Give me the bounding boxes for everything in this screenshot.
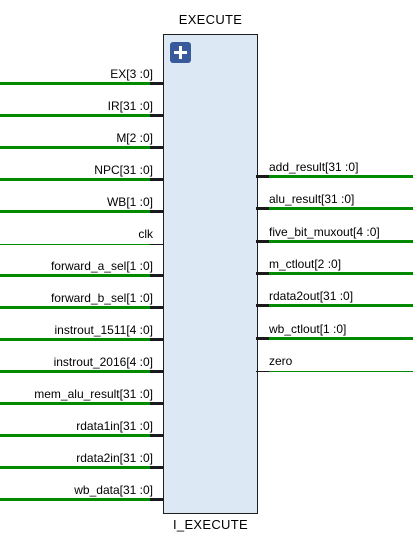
input-pin-label: WB[1 :0] [106, 195, 153, 209]
pin-stub [256, 370, 269, 372]
output-pin[interactable]: five_bit_muxout[4 :0] [256, 223, 413, 243]
input-wire[interactable] [0, 178, 150, 181]
input-wire[interactable] [0, 498, 150, 501]
input-wire[interactable] [0, 306, 150, 309]
input-pin[interactable]: forward_a_sel[1 :0] [0, 257, 163, 277]
input-pin-label: instrout_1511[4 :0] [54, 323, 153, 337]
instance-name: I_EXECUTE [173, 517, 248, 532]
input-pin-label: wb_data[31 :0] [74, 483, 153, 497]
pin-stub [150, 146, 163, 149]
input-wire[interactable] [0, 466, 150, 469]
input-pin-label: rdata2in[31 :0] [76, 451, 153, 465]
pin-stub [150, 82, 163, 85]
input-pin[interactable]: rdata1in[31 :0] [0, 417, 163, 437]
output-pin-label: alu_result[31 :0] [269, 192, 355, 207]
input-pin-label: IR[31 :0] [107, 99, 153, 113]
pin-stub [256, 175, 269, 178]
pin-stub [150, 338, 163, 341]
execute-block[interactable] [163, 34, 258, 514]
input-pin[interactable]: rdata2in[31 :0] [0, 449, 163, 469]
input-pin[interactable]: IR[31 :0] [0, 97, 163, 117]
output-wire[interactable] [269, 370, 413, 372]
input-wire[interactable] [0, 370, 150, 373]
output-pin[interactable]: zero [256, 352, 413, 372]
input-wire[interactable] [0, 82, 150, 85]
input-pin[interactable]: EX[3 :0] [0, 65, 163, 85]
pin-stub [150, 402, 163, 405]
input-wire[interactable] [0, 244, 150, 245]
input-pin[interactable]: M[2 :0] [0, 129, 163, 149]
pin-stub [150, 114, 163, 117]
pin-stub [150, 244, 163, 245]
input-wire[interactable] [0, 402, 150, 405]
output-pin[interactable]: alu_result[31 :0] [256, 190, 413, 211]
output-pin-label: five_bit_muxout[4 :0] [269, 224, 380, 239]
block-title: EXECUTE [178, 12, 243, 27]
input-pin-label: forward_b_sel[1 :0] [50, 291, 153, 305]
pin-stub [256, 304, 269, 308]
input-pin[interactable]: instrout_2016[4 :0] [0, 353, 163, 373]
input-pin[interactable]: WB[1 :0] [0, 193, 163, 213]
output-pin[interactable]: rdata2out[31 :0] [256, 287, 413, 308]
input-pin-label: forward_a_sel[1 :0] [50, 259, 153, 273]
input-pin[interactable]: wb_data[31 :0] [0, 481, 163, 501]
pin-stub [256, 271, 269, 275]
pin-stub [256, 336, 269, 340]
input-pin-label: EX[3 :0] [110, 67, 153, 81]
output-pin-label: m_ctlout[2 :0] [269, 256, 342, 271]
input-pin[interactable]: instrout_1511[4 :0] [0, 321, 163, 341]
input-pin[interactable]: mem_alu_result[31 :0] [0, 385, 163, 405]
pin-stub [150, 306, 163, 309]
expand-icon[interactable] [170, 42, 191, 63]
pin-stub [150, 274, 163, 277]
output-pin-label: add_result[31 :0] [269, 160, 359, 174]
input-pin[interactable]: forward_b_sel[1 :0] [0, 289, 163, 309]
pin-stub [256, 207, 269, 211]
input-pin[interactable]: NPC[31 :0] [0, 161, 163, 181]
pin-stub [150, 178, 163, 181]
output-pin[interactable]: m_ctlout[2 :0] [256, 255, 413, 275]
input-wire[interactable] [0, 114, 150, 117]
output-pin-label: wb_ctlout[1 :0] [269, 321, 347, 336]
input-pin-label: NPC[31 :0] [94, 163, 153, 177]
input-pin-label: M[2 :0] [116, 131, 153, 145]
pin-stub [150, 466, 163, 469]
input-pin-label: mem_alu_result[31 :0] [34, 387, 153, 401]
output-pin[interactable]: wb_ctlout[1 :0] [256, 320, 413, 340]
pin-stub [150, 370, 163, 373]
input-wire[interactable] [0, 274, 150, 277]
input-pin-label: rdata1in[31 :0] [76, 419, 153, 433]
output-pin-label: zero [269, 353, 293, 368]
output-wire[interactable] [269, 304, 413, 308]
pin-stub [150, 498, 163, 501]
pin-stub [256, 239, 269, 243]
input-wire[interactable] [0, 434, 150, 437]
input-wire[interactable] [0, 210, 150, 213]
input-pin[interactable]: clk [0, 225, 163, 245]
input-wire[interactable] [0, 338, 150, 341]
output-wire[interactable] [269, 239, 413, 243]
output-pin[interactable]: add_result[31 :0] [256, 158, 413, 178]
output-wire[interactable] [269, 207, 413, 211]
pin-stub [150, 434, 163, 437]
input-pin-label: clk [138, 227, 153, 241]
input-pin-label: instrout_2016[4 :0] [53, 355, 153, 369]
input-wire[interactable] [0, 146, 150, 149]
output-wire[interactable] [269, 175, 413, 178]
output-wire[interactable] [269, 271, 413, 275]
pin-stub [150, 210, 163, 213]
output-wire[interactable] [269, 336, 413, 340]
output-pin-label: rdata2out[31 :0] [269, 289, 354, 304]
